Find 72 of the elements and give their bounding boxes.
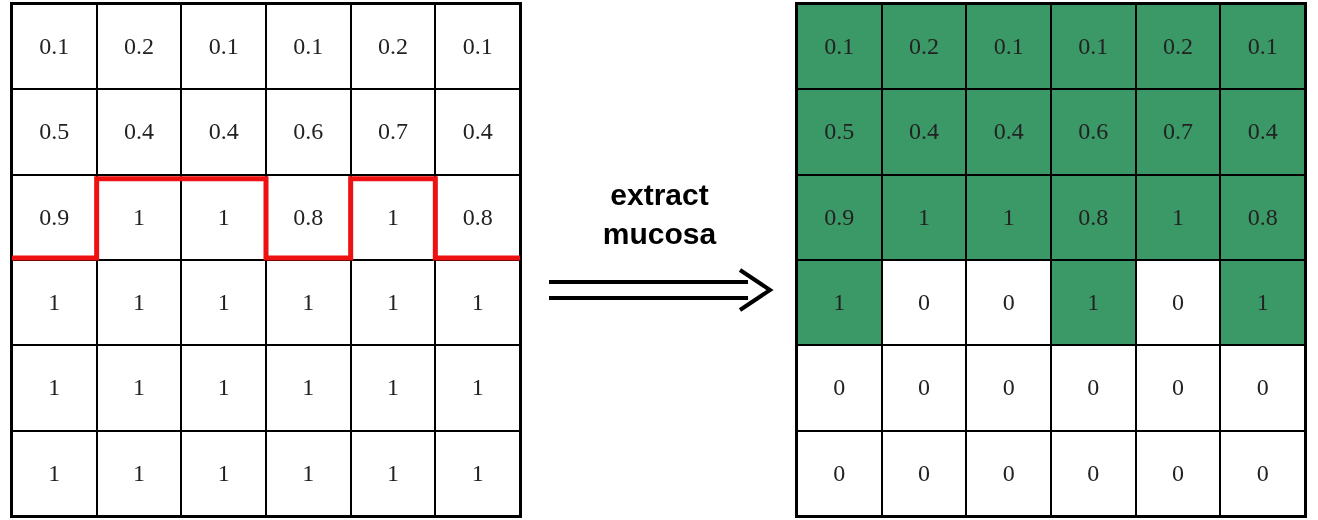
- grid-cell: 0.4: [435, 89, 520, 175]
- grid-cell: 1: [966, 174, 1051, 260]
- grid-cell: 0.7: [1135, 89, 1221, 175]
- grid-cell: 0.1: [1220, 4, 1305, 90]
- grid-cell: 0: [966, 430, 1051, 516]
- grid-cell: 0.1: [266, 4, 351, 90]
- grid-cell: 0.2: [350, 4, 436, 90]
- grid-cell: 0: [797, 345, 882, 431]
- grid-cell: 0: [1135, 345, 1221, 431]
- grid-cell: 1: [435, 430, 520, 516]
- grid-cell: 0.9: [797, 174, 882, 260]
- grid-cell: 1: [1051, 260, 1136, 346]
- grid-cell: 1: [12, 345, 97, 431]
- grid-cell: 0.4: [181, 89, 266, 175]
- grid-cell: 0.4: [881, 89, 967, 175]
- grid-cell: 0: [881, 345, 967, 431]
- grid-cell: 0.1: [1051, 4, 1136, 90]
- grid-cell: 0.1: [181, 4, 266, 90]
- grid-cell: 1: [181, 430, 266, 516]
- grid-cell: 1: [435, 260, 520, 346]
- grid-cell: 1: [181, 174, 266, 260]
- grid-cell: 0.6: [266, 89, 351, 175]
- grid-cell: 1: [96, 430, 182, 516]
- grid-cell: 1: [350, 345, 436, 431]
- grid-cell: 1: [96, 260, 182, 346]
- grid-cell: 1: [266, 260, 351, 346]
- grid-cell: 0: [1220, 345, 1305, 431]
- grid-cell: 1: [881, 174, 967, 260]
- grid-cell: 1: [1135, 174, 1221, 260]
- grid-cell: 0.1: [966, 4, 1051, 90]
- grid-cell: 1: [12, 430, 97, 516]
- grid-cell: 1: [266, 430, 351, 516]
- grid-cell: 1: [435, 345, 520, 431]
- value-grid: [795, 2, 1307, 518]
- grid-cell: 1: [350, 260, 436, 346]
- grid-cell: 0: [1051, 430, 1136, 516]
- grid-cell: 0: [881, 430, 967, 516]
- grid-cell: 0: [1135, 260, 1221, 346]
- grid-cell: 0: [966, 345, 1051, 431]
- grid-cell: 0.8: [1051, 174, 1136, 260]
- grid-cell: 0.1: [797, 4, 882, 90]
- grid-cell: 0.1: [12, 4, 97, 90]
- grid-cell: 0.7: [350, 89, 436, 175]
- grid-cell: 0: [966, 260, 1051, 346]
- double-arrow: [547, 268, 774, 312]
- grid-cell: 0: [797, 430, 882, 516]
- grid-cell: 0.2: [96, 4, 182, 90]
- grid-cell: 1: [266, 345, 351, 431]
- grid-cell: 1: [181, 345, 266, 431]
- grid-cell: 0.4: [966, 89, 1051, 175]
- grid-cell: 0.2: [1135, 4, 1221, 90]
- grid-cell: 0.4: [96, 89, 182, 175]
- grid-cell: 1: [12, 260, 97, 346]
- value-grid: [10, 2, 522, 518]
- grid-cell: 1: [1220, 260, 1305, 346]
- grid-cell: 0.5: [12, 89, 97, 175]
- grid-cell: 0: [881, 260, 967, 346]
- grid-cell: 0.6: [1051, 89, 1136, 175]
- grid-cell: 0.2: [881, 4, 967, 90]
- grid-cell: 0.1: [435, 4, 520, 90]
- grid-cell: 1: [96, 345, 182, 431]
- grid-cell: 0.4: [1220, 89, 1305, 175]
- grid-cell: 0.5: [797, 89, 882, 175]
- grid-cell: 1: [797, 260, 882, 346]
- grid-cell: 0: [1135, 430, 1221, 516]
- grid-cell: 0: [1220, 430, 1305, 516]
- grid-cell: 1: [181, 260, 266, 346]
- grid-cell: 1: [96, 174, 182, 260]
- grid-cell: 0: [1051, 345, 1136, 431]
- grid-cell: 1: [350, 174, 436, 260]
- grid-cell: 0.8: [1220, 174, 1305, 260]
- grid-cell: 1: [350, 430, 436, 516]
